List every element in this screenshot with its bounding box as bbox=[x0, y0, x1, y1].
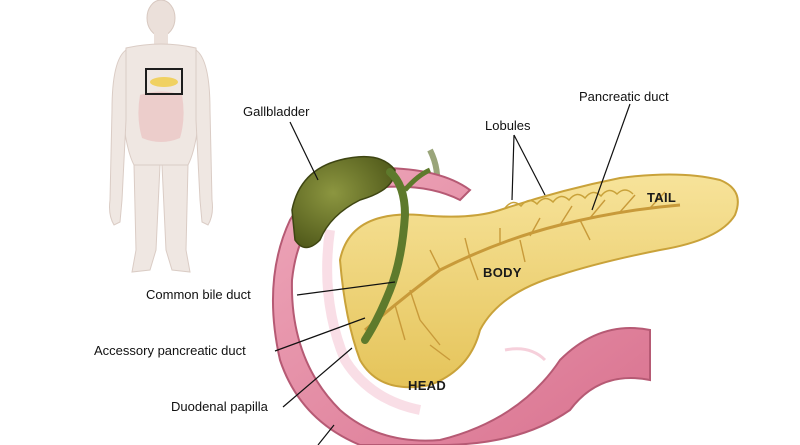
human-body-figure bbox=[110, 0, 213, 272]
leader-lobules-b bbox=[514, 135, 545, 195]
duodenum-fold bbox=[505, 349, 545, 360]
figure-head bbox=[147, 0, 175, 36]
figure-right-arm bbox=[196, 50, 213, 225]
region-body: BODY bbox=[483, 265, 522, 280]
figure-left-leg bbox=[132, 165, 160, 272]
figure-intestines bbox=[138, 92, 183, 143]
figure-inset-pancreas bbox=[150, 77, 178, 87]
label-lobules: Lobules bbox=[485, 118, 531, 133]
leader-bottom bbox=[318, 425, 334, 445]
label-pancreatic-duct: Pancreatic duct bbox=[579, 89, 669, 104]
region-head: HEAD bbox=[408, 378, 446, 393]
label-duodenal-papilla: Duodenal papilla bbox=[171, 399, 268, 414]
figure-left-arm bbox=[110, 50, 127, 225]
leader-lobules-a bbox=[512, 135, 514, 200]
region-tail: TAIL bbox=[647, 190, 676, 205]
leader-gallbladder bbox=[290, 122, 318, 180]
label-accessory-pancreatic-duct: Accessory pancreatic duct bbox=[94, 343, 246, 358]
label-common-bile-duct: Common bile duct bbox=[146, 287, 251, 302]
figure-neck bbox=[154, 32, 168, 44]
figure-right-leg bbox=[162, 165, 190, 272]
label-gallbladder: Gallbladder bbox=[243, 104, 310, 119]
